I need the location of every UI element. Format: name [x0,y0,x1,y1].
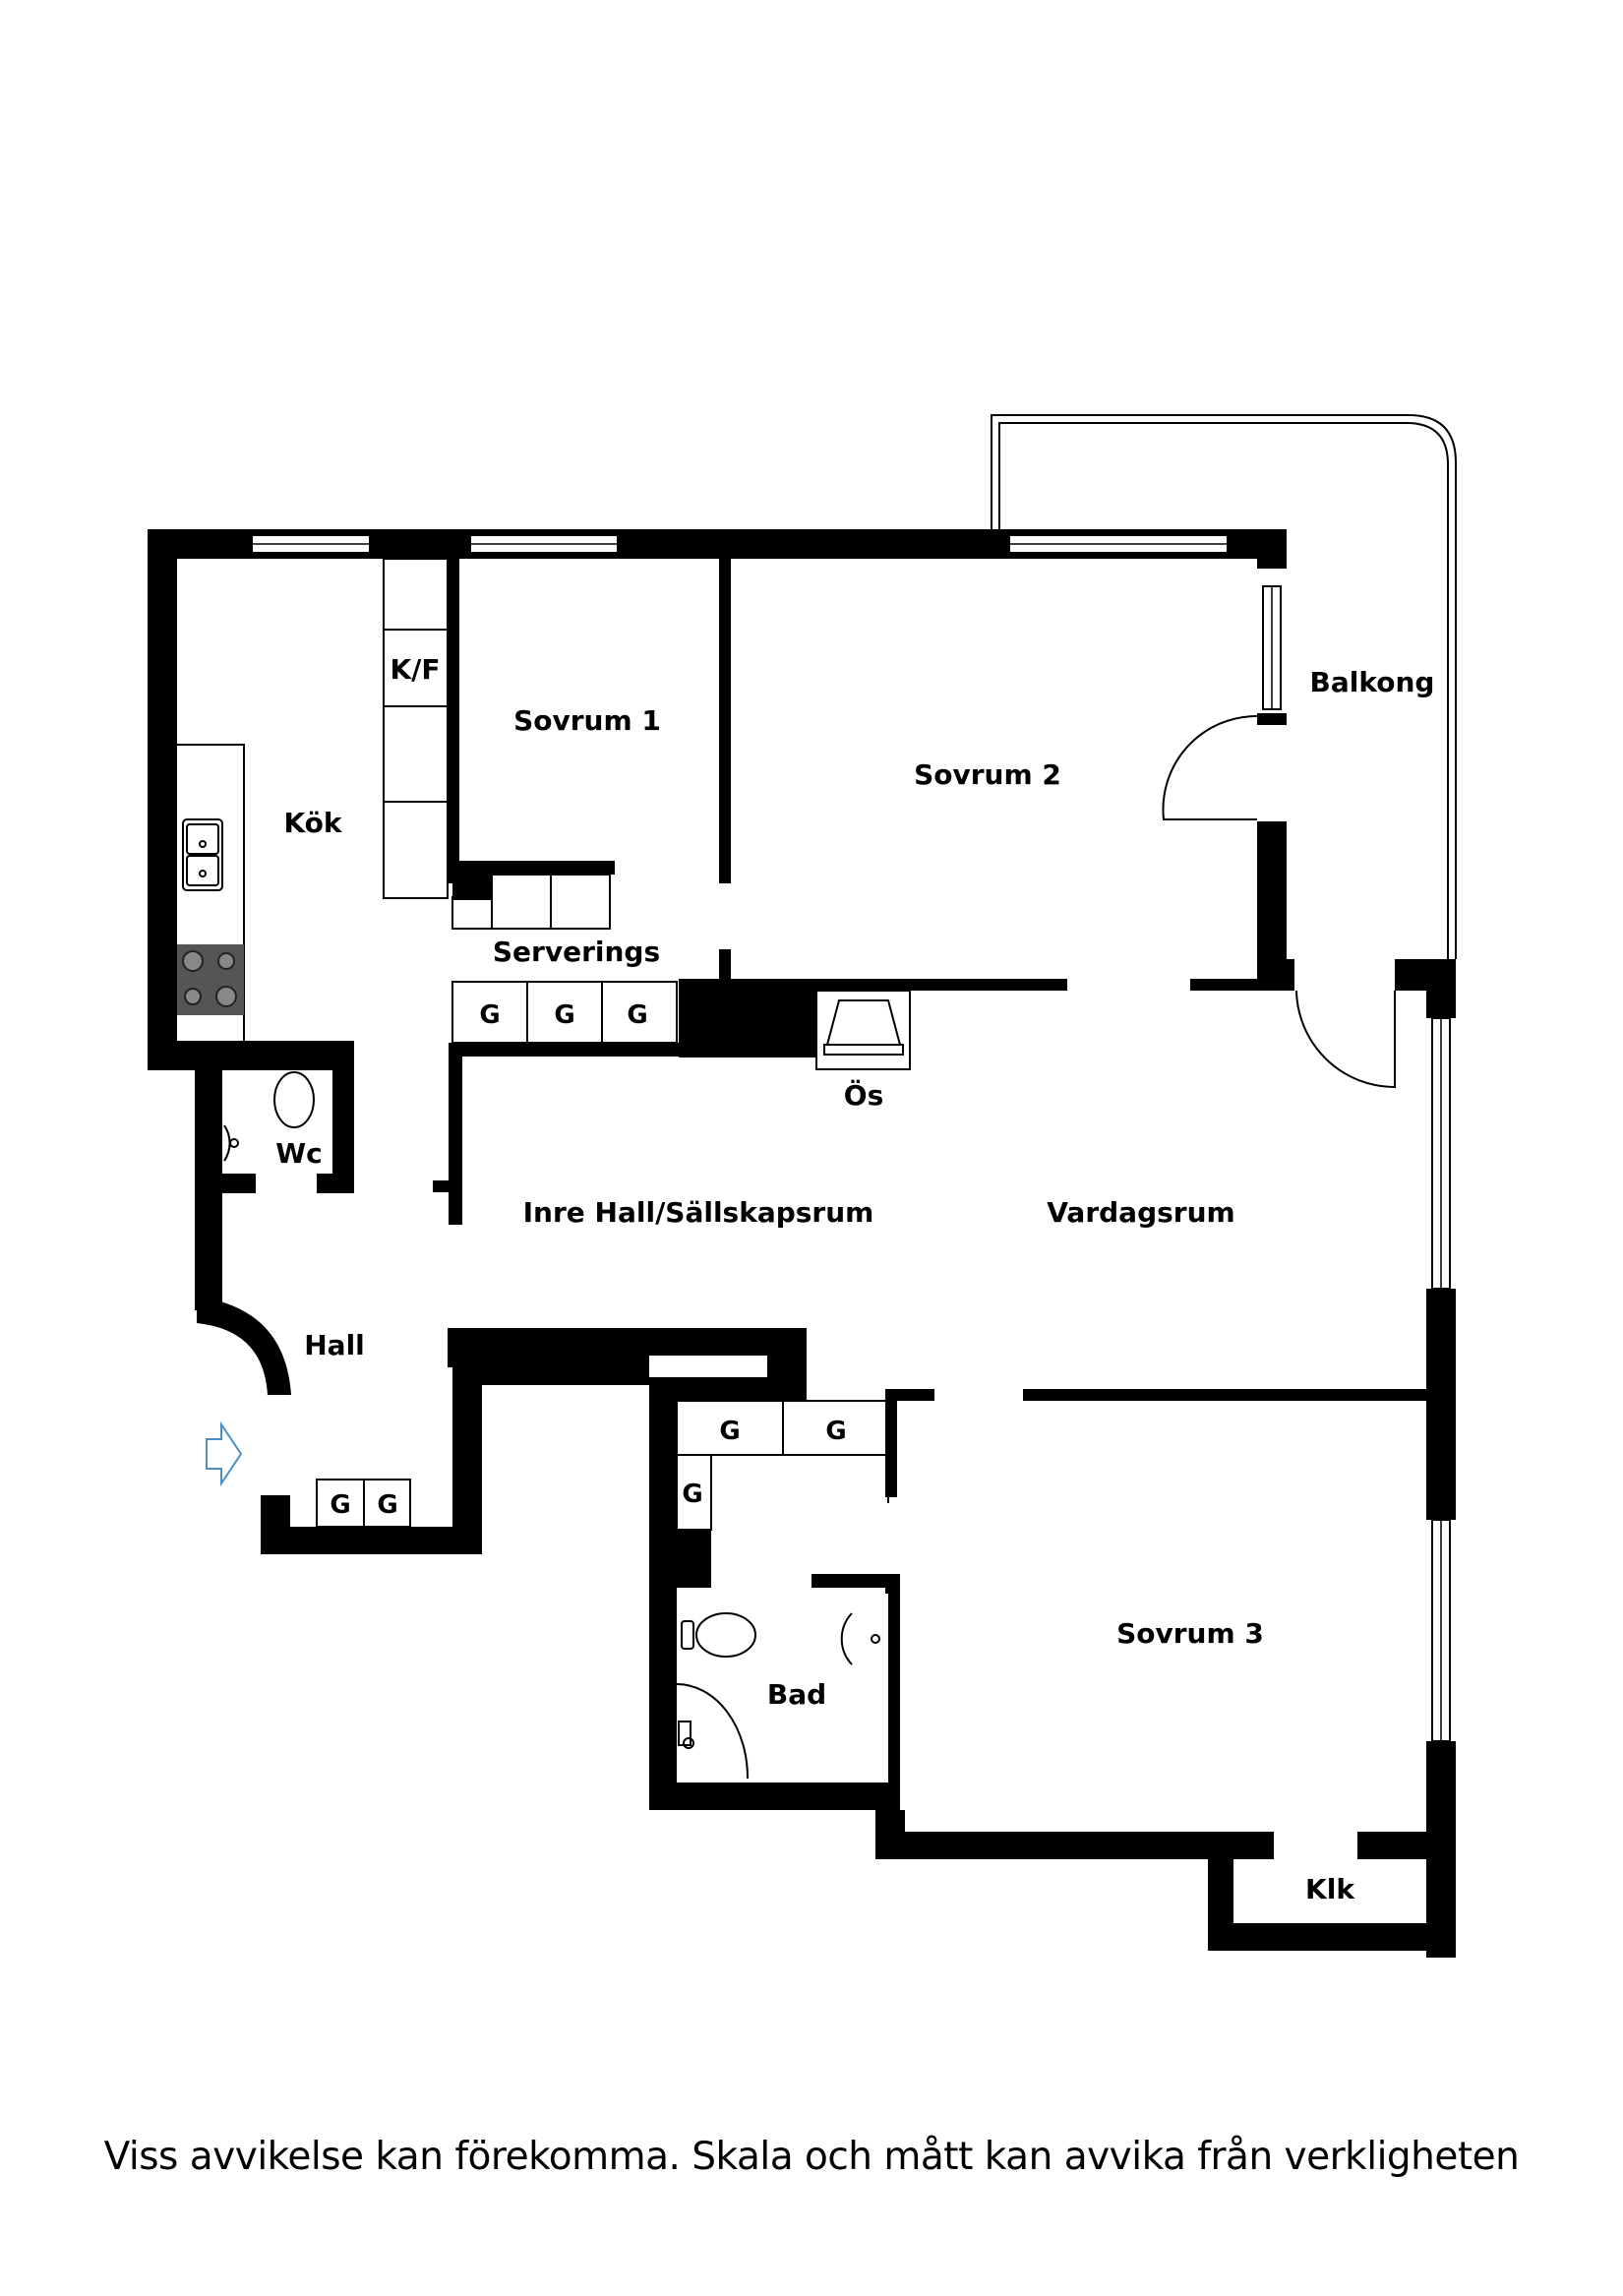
balcony-outline [991,414,1457,959]
window-sovrum1 [469,534,619,554]
closets-bad [676,1400,889,1531]
label-kf: K/F [390,653,440,686]
label-vardagsrum: Vardagsrum [1047,1196,1234,1229]
closet-label: G [825,1417,846,1446]
toilet-icon [681,1612,756,1658]
room-labels: Kök K/F Sovrum 1 Sovrum 2 Balkong Server… [275,653,1434,1905]
label-inre-hall: Inre Hall/Sällskapsrum [523,1196,874,1229]
hall-curved-wall [197,1297,291,1395]
stove-icon [177,944,244,1015]
closets-upper [451,981,678,1044]
disclaimer-text: Viss avvikelse kan förekomma. Skala och … [103,2135,1520,2179]
door-balkong [1162,714,1258,820]
kitchen-counter [177,744,245,1041]
fireplace-icon [815,990,911,1070]
window-sovrum2-side [1262,585,1282,710]
sink-icon [223,1124,239,1162]
closet-label: G [377,1490,397,1520]
closet-label: G [554,1000,574,1030]
closets-hall [316,1479,411,1528]
window-kok [251,534,371,554]
door-bad [676,1683,750,1780]
label-sovrum1: Sovrum 1 [513,704,661,737]
shower-icon [678,1721,694,1749]
door-vardagsrum [1295,990,1396,1089]
closet-label: G [719,1417,740,1446]
label-hall: Hall [304,1329,365,1361]
closet-label: G [627,1000,647,1030]
label-sovrum3: Sovrum 3 [1116,1617,1264,1650]
label-kok: Kök [283,807,342,839]
toilet-icon [273,1057,315,1128]
arrow-right-icon [206,1420,243,1487]
label-balkong: Balkong [1310,666,1435,698]
serverings-cabinets [451,874,611,930]
kf-column [383,558,449,899]
balcony-outline-inner [998,422,1449,959]
sink-icon [840,1612,880,1665]
walls [148,529,1456,1958]
closet-label: G [479,1000,500,1030]
label-wc: Wc [275,1137,322,1170]
windows [251,534,1451,1742]
label-klk: Klk [1305,1873,1355,1905]
sink-icon [186,823,219,886]
label-bad: Bad [767,1678,826,1711]
window-sovrum2 [1008,534,1229,554]
closet-labels: G G G G G G G G [330,1000,846,1520]
window-sovrum3 [1431,1519,1451,1742]
closet-label: G [682,1480,702,1509]
label-os: Ös [844,1078,883,1112]
closet-label: G [330,1490,350,1520]
window-vardagsrum [1431,1017,1451,1290]
label-sovrum2: Sovrum 2 [914,758,1061,791]
label-serverings: Serverings [493,936,660,968]
